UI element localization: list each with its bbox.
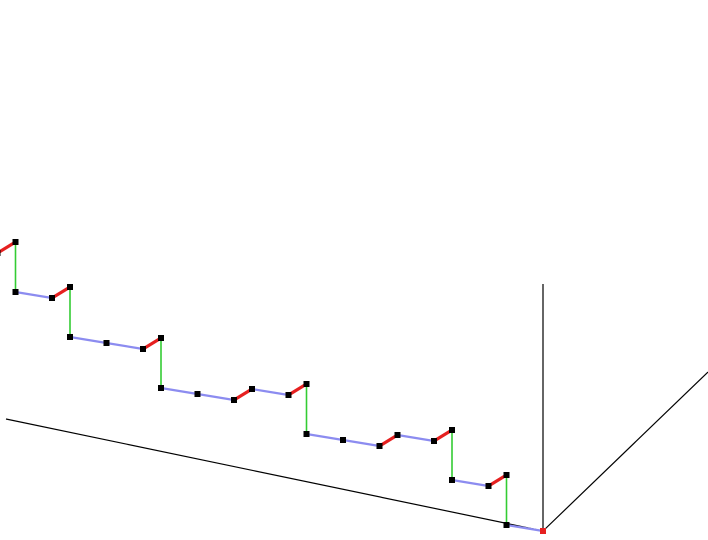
x-axis — [5, 418, 544, 532]
walk-node — [231, 397, 237, 403]
walk-node — [485, 483, 492, 489]
walk-node — [49, 295, 55, 301]
walk-node — [303, 381, 310, 387]
walk-segment-x — [14, 290, 54, 300]
walk-node — [449, 427, 455, 433]
walk-node — [67, 284, 73, 290]
origin-node — [540, 528, 546, 534]
walk-node — [67, 334, 73, 340]
walk-segment-x — [196, 392, 236, 402]
walk-node — [12, 239, 19, 245]
walk-node — [394, 432, 401, 438]
walk-path-layer — [0, 240, 545, 533]
walk-segment-x — [68, 335, 108, 345]
walk-segment-x — [396, 433, 436, 443]
walk-node — [449, 477, 455, 483]
walk-node — [431, 438, 437, 444]
walk-segment-x — [159, 386, 199, 396]
walk-segment-x — [105, 341, 145, 351]
walk-node — [249, 386, 255, 392]
walk-node — [194, 391, 201, 397]
walk-node — [12, 289, 19, 295]
walk-node — [503, 472, 510, 478]
walk-segment-x — [450, 478, 490, 488]
walk-node — [103, 340, 110, 346]
walk-segment-x — [505, 523, 545, 533]
z-axis — [542, 371, 708, 532]
walk-node — [503, 522, 510, 528]
walk-node — [303, 431, 310, 437]
walk-node — [140, 346, 146, 352]
walk-node — [158, 335, 164, 341]
walk-node — [0, 250, 1, 256]
walk-node-layer — [0, 239, 546, 534]
walk-segment-x — [250, 387, 290, 397]
walk-node — [158, 385, 164, 391]
walk-node — [376, 443, 383, 449]
walk-node — [340, 437, 346, 443]
axes-layer — [5, 284, 708, 532]
walk-node — [285, 392, 292, 398]
walk-segment-x — [305, 432, 345, 442]
walk-segment-x — [341, 438, 381, 448]
